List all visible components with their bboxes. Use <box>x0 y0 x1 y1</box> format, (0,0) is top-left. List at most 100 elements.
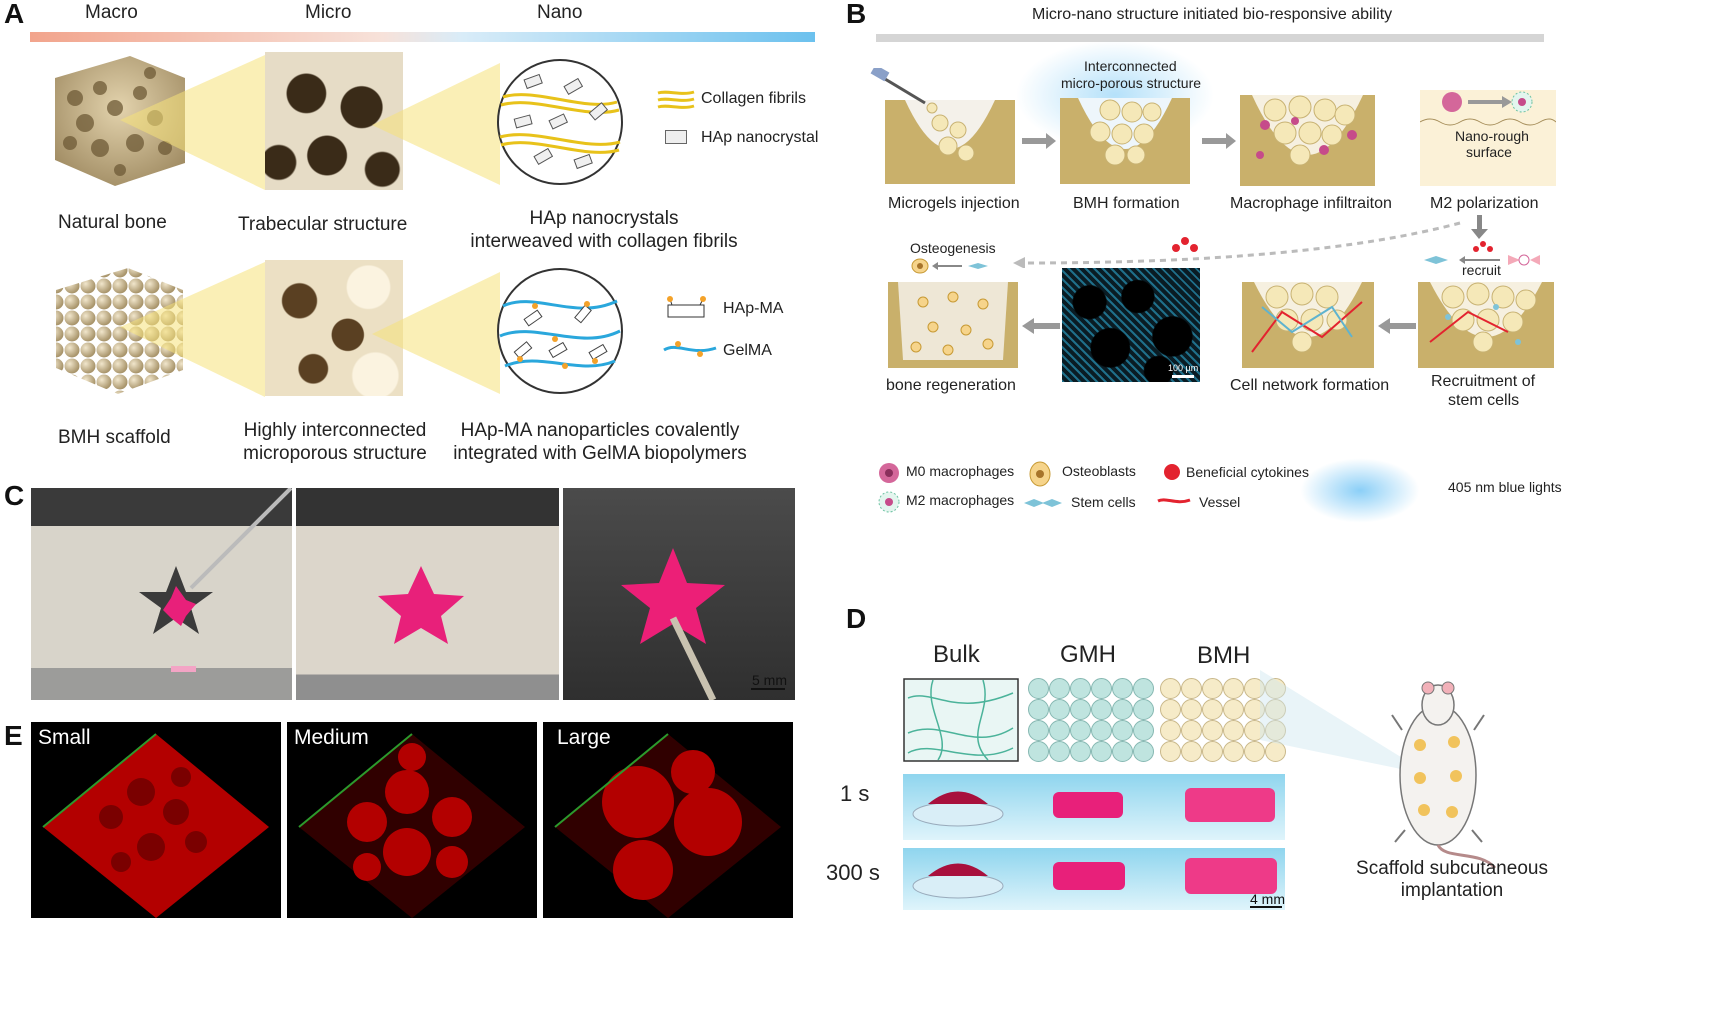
bmh-microgel-diagram <box>1160 678 1286 762</box>
legend-light-label: 405 nm blue lights <box>1448 479 1562 495</box>
panel-c-scale-label: 5 mm <box>752 672 787 688</box>
interconnected-b-label-1: Interconnected <box>1084 58 1177 74</box>
recruit-diagram <box>1424 254 1540 266</box>
panel-c-scale-bar <box>751 688 785 690</box>
time-300s-label: 300 s <box>826 860 880 885</box>
legend-cytokines-label: Beneficial cytokines <box>1186 464 1309 480</box>
legend-m0-label: M0 macrophages <box>906 463 1015 479</box>
pink-star-shape <box>378 566 464 644</box>
confocal-scale-bar <box>1172 375 1194 378</box>
vessel-icon <box>1157 498 1191 504</box>
step-bone-regeneration-label: bone regeneration <box>886 377 1016 394</box>
step-microgels-label: Microgels injection <box>888 195 1020 212</box>
cytokine-icon <box>1164 464 1180 480</box>
confocal-medium-photo <box>287 722 537 918</box>
osteogenesis-diagram <box>911 258 988 274</box>
hap-legend-icon <box>665 130 687 144</box>
zoom-cones-row1 <box>120 55 500 190</box>
star-mold-injection <box>139 488 292 672</box>
small-label: Small <box>38 726 91 749</box>
time-1s-label: 1 s <box>840 781 870 806</box>
panel-e-letter: E <box>4 720 23 751</box>
large-pores-render <box>554 733 781 918</box>
m0-macrophage-icon <box>879 463 899 483</box>
cell-network-diagram <box>1242 282 1374 368</box>
down-arrow <box>1471 215 1488 239</box>
panel-d-scale-bar <box>1250 906 1282 908</box>
macrophage-infiltration-diagram <box>1240 95 1375 186</box>
implant-zoom-cone <box>1260 670 1430 775</box>
confocal-large-photo <box>543 722 793 918</box>
stem-cell-icon <box>1024 499 1062 507</box>
legend-m2-label: M2 macrophages <box>906 492 1015 508</box>
trabecular-label: Trabecular structure <box>238 214 408 235</box>
bmh-scaffold-label: BMH scaffold <box>58 427 171 448</box>
samples-1s <box>912 788 1275 827</box>
cytokines-cluster <box>1172 237 1198 252</box>
zoom-cones-row2 <box>120 262 500 397</box>
nano-rough-label-2: surface <box>1466 144 1512 160</box>
scale-nano-label: Nano <box>537 2 583 23</box>
hapma-legend-label: HAp-MA <box>723 300 784 317</box>
legend-vessel-label: Vessel <box>1199 494 1241 510</box>
lifted-star-shape <box>621 548 725 700</box>
m0-to-m2-diagram <box>1420 91 1556 126</box>
left-arrow-2 <box>1378 318 1416 334</box>
collagen-legend-label: Collagen fibrils <box>701 90 806 107</box>
lifted-star-photo <box>563 488 795 700</box>
stem-cell-recruitment-diagram <box>1418 282 1554 368</box>
panel-a-letter: A <box>4 0 25 29</box>
panel-b-bar <box>876 34 1544 42</box>
recruit-label: recruit <box>1462 262 1501 278</box>
molded-star-photo <box>296 488 559 700</box>
cytokines-cluster-2 <box>1473 241 1493 252</box>
scale-micro-label: Micro <box>305 2 352 23</box>
confocal-scale-label: 100 µm <box>1168 363 1199 373</box>
dashed-return-arrow <box>1013 221 1461 268</box>
osteogenesis-label: Osteogenesis <box>910 240 996 256</box>
panel-d-letter: D <box>846 603 867 634</box>
samples-300s <box>912 858 1277 899</box>
nano-rough-label-1: Nano-rough <box>1455 128 1529 144</box>
confocal-small-photo <box>31 722 281 918</box>
left-arrow-1 <box>1022 318 1060 334</box>
step-recruitment-label-1: Recruitment of <box>1431 373 1536 390</box>
gmh-microgel-diagram <box>1028 678 1154 762</box>
legend-stem-label: Stem cells <box>1071 494 1136 510</box>
bmh-scaffold-cube <box>56 268 183 394</box>
hap-legend-label: HAp nanocrystal <box>701 129 819 146</box>
implantation-label-2: implantation <box>1400 880 1504 901</box>
interconnected-label-1: Highly interconnected <box>243 420 427 441</box>
m2-macrophage-icon <box>878 491 900 513</box>
scale-gradient-bar <box>30 32 815 42</box>
collagen-legend-icon <box>657 90 695 109</box>
panel-b-title: Micro-nano structure initiated bio-respo… <box>1032 6 1393 23</box>
hapma-label-2: integrated with GelMA biopolymers <box>453 443 747 464</box>
hapma-label-1: HAp-MA nanoparticles covalently <box>460 420 740 441</box>
gelma-legend-label: GelMA <box>723 342 772 359</box>
legend-osteoblasts-label: Osteoblasts <box>1062 463 1136 479</box>
large-label: Large <box>557 726 611 749</box>
bulk-network-diagram <box>903 678 1019 762</box>
bmh-label: BMH <box>1197 642 1251 669</box>
step-macrophage-label: Macrophage infiltraiton <box>1230 195 1392 212</box>
microgels-injection-diagram <box>870 68 1015 184</box>
bmh-micro-photo <box>265 260 403 396</box>
step-m2-label: M2 polarization <box>1430 195 1539 212</box>
natural-bone-label: Natural bone <box>58 212 167 233</box>
bone-regeneration-diagram <box>888 282 1018 368</box>
hap-collagen-label-2: interweaved with collagen fibrils <box>470 231 738 252</box>
scale-macro-label: Macro <box>85 2 138 23</box>
panel-c-letter: C <box>4 480 25 511</box>
blue-light-icon <box>1300 458 1420 523</box>
hapma-legend-icon <box>667 296 706 318</box>
bmh-formation-diagram <box>1060 98 1190 184</box>
step-cell-network-label: Cell network formation <box>1230 377 1390 394</box>
cell-network-confocal-photo <box>1062 268 1200 382</box>
trabecular-photo <box>265 52 403 190</box>
injection-photo <box>31 488 292 700</box>
rat-illustration <box>1391 681 1497 870</box>
interconnected-label-2: microporous structure <box>243 443 427 464</box>
collagen-hap-diagram <box>497 59 623 185</box>
panel-b-letter: B <box>846 0 867 29</box>
